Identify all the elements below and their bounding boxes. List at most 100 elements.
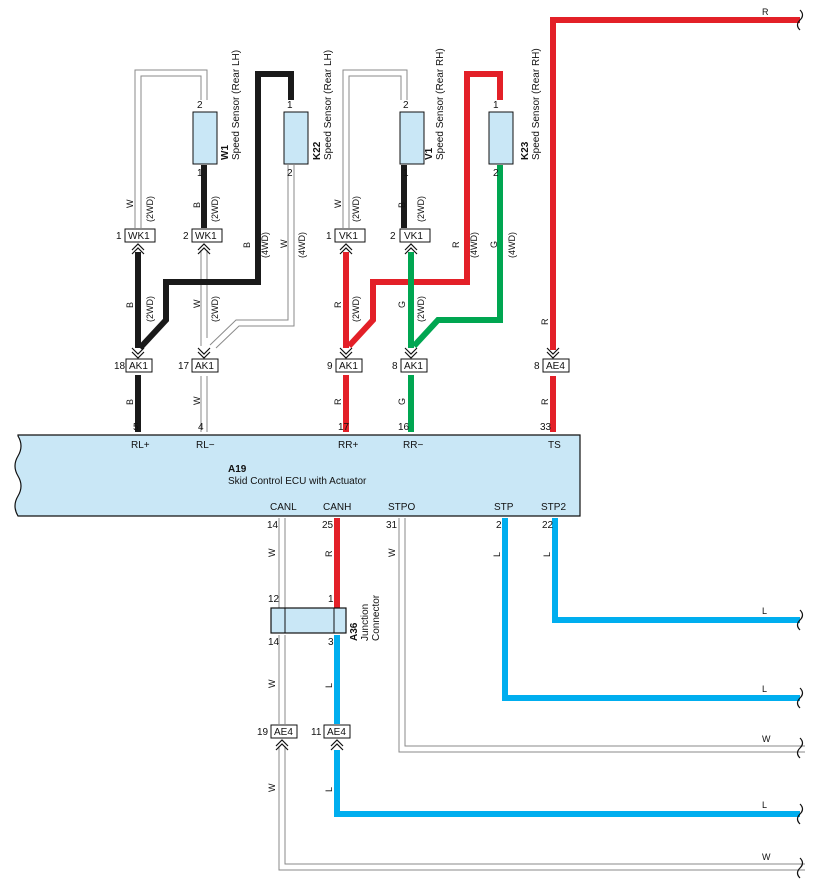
sensor-w1: 2 1 W1 Speed Sensor (Rear LH) <box>192 50 242 179</box>
connector-ak1-9-pin: 9 <box>327 361 333 372</box>
break-mark-l-stp2 <box>796 609 804 631</box>
label-b-wk1-2: B <box>192 202 202 208</box>
label-l-stp-right: L <box>762 684 767 694</box>
connector-wk1-1-pin: 1 <box>116 231 122 242</box>
label-w-stpo-right: W <box>762 734 771 744</box>
connector-ak1-9-name: AK1 <box>339 361 358 372</box>
connector-ae4-8-name: AE4 <box>546 361 565 372</box>
sensor-k23-pin-top: 1 <box>493 100 499 111</box>
label-l-stp: L <box>492 552 502 557</box>
ecu-pin-5-number: 5 <box>133 422 139 433</box>
label-b-ecu-5: B <box>125 399 135 405</box>
wire-w-k22-down <box>209 165 289 346</box>
label-2wd-ak1-18: (2WD) <box>145 296 155 322</box>
label-l-stp2-right: L <box>762 606 767 616</box>
junction-code: A36 <box>349 622 360 641</box>
line-break-marks <box>796 9 804 879</box>
wire-w-k22-down-inner <box>215 165 295 349</box>
label-4wd-k23-g: (4WD) <box>507 232 517 258</box>
sensor-v1-pin-bottom: 1 <box>403 168 409 179</box>
ecu-pin-16-number: 16 <box>398 422 410 433</box>
connector-ak1-18: AK1 18 <box>114 347 153 373</box>
connector-ak1-17-name: AK1 <box>195 361 214 372</box>
label-r-k23: R <box>451 241 461 248</box>
junction-name-line2: Connector <box>371 594 382 641</box>
sensor-k22: 1 2 K22 Speed Sensor (Rear LH) <box>283 50 334 179</box>
junction-pin-12: 12 <box>268 594 280 605</box>
connector-ak1-8-pin: 8 <box>392 361 398 372</box>
label-2wd-vk1-2: (2WD) <box>416 196 426 222</box>
connector-vk1-2-pin: 2 <box>390 231 396 242</box>
ecu-pin-stp2-number: 22 <box>542 520 554 531</box>
wire-w-vk1-1-top-inner <box>348 75 402 228</box>
wire-r-k23-to-ak1-9 <box>346 71 503 349</box>
label-4wd-k22-b: (4WD) <box>260 232 270 258</box>
connector-ae4-8-pin: 8 <box>534 361 540 372</box>
label-g-ak1-8: G <box>397 301 407 308</box>
connector-wk1-1: WK1 1 <box>116 228 156 255</box>
sensor-k22-pin-top: 1 <box>287 100 293 111</box>
break-mark-w-canl <box>796 857 804 879</box>
label-4wd-k22-w: (4WD) <box>297 232 307 258</box>
ecu-pin-4-number: 4 <box>198 422 204 433</box>
connector-vk1-2-name: VK1 <box>404 231 423 242</box>
label-w-canl-mid: W <box>267 679 277 688</box>
connector-ak1-8: AK1 8 <box>392 347 428 373</box>
ecu-pin-stp-number: 2 <box>496 520 502 531</box>
wire-w-vk1-1-top <box>342 69 408 228</box>
sensor-k22-pin-bottom: 2 <box>287 168 293 179</box>
sensor-w1-pin-bottom: 1 <box>197 168 203 179</box>
wire-b-k22-to-ak1-18 <box>137 71 294 351</box>
ecu-pin-17-name: RR+ <box>338 440 358 451</box>
ecu-pin-stpo-number: 31 <box>386 520 398 531</box>
connector-ak1-8-name: AK1 <box>404 361 423 372</box>
break-mark-r <box>796 9 804 31</box>
ecu-pin-canh-number: 25 <box>322 520 334 531</box>
label-l-canh-low: L <box>324 787 334 792</box>
connector-wk1-2: WK1 2 <box>183 228 223 255</box>
label-l-canh-mid: L <box>324 683 334 688</box>
label-w-canl-right: W <box>762 852 771 862</box>
label-2wd-ak1-9: (2WD) <box>351 296 361 322</box>
label-g-ecu-16: G <box>397 398 407 405</box>
sensor-k23: 1 2 K23 Speed Sensor (Rear RH) <box>488 48 542 179</box>
label-l-canh-right: L <box>762 800 767 810</box>
break-mark-w-stpo <box>796 737 804 759</box>
label-b-k22: B <box>242 242 252 248</box>
sensor-k23-name: Speed Sensor (Rear RH) <box>531 48 542 160</box>
connector-vk1-1: VK1 1 <box>326 228 366 255</box>
wire-color-labels: W (2WD) B (2WD) B (2WD) W (2WD) B (4WD) … <box>125 7 771 862</box>
sensor-v1-code: V1 <box>424 147 435 160</box>
sensor-k23-body <box>488 111 514 165</box>
ecu-pin-16-name: RR− <box>403 440 423 451</box>
label-r-ak1-9: R <box>333 301 343 308</box>
junction-pin-1: 1 <box>328 594 334 605</box>
connectors: WK1 1 WK1 2 VK1 1 VK1 2 AK1 <box>114 228 570 751</box>
connector-ak1-18-pin: 18 <box>114 361 126 372</box>
connector-ak1-17: AK1 17 <box>178 347 219 373</box>
label-b-vk1-2: B <box>397 202 407 208</box>
sensor-w1-body <box>192 111 218 165</box>
label-g-k23: G <box>489 241 499 248</box>
label-2wd-wk1-2: (2WD) <box>210 196 220 222</box>
connector-ak1-18-name: AK1 <box>129 361 148 372</box>
label-w-k22: W <box>279 239 289 248</box>
ecu-name: Skid Control ECU with Actuator <box>228 476 367 487</box>
label-w-canl-low: W <box>267 783 277 792</box>
wire-w-canl-f <box>284 746 805 865</box>
label-4wd-k23-r: (4WD) <box>469 232 479 258</box>
sensor-w1-name: Speed Sensor (Rear LH) <box>231 50 242 160</box>
connector-ak1-9: AK1 9 <box>327 347 363 373</box>
label-2wd-ak1-17: (2WD) <box>210 296 220 322</box>
sensor-k22-body <box>283 111 309 165</box>
sensor-v1-name: Speed Sensor (Rear RH) <box>435 48 446 160</box>
label-w-canl: W <box>267 548 277 557</box>
wire-w-wk1-1-top <box>134 69 208 228</box>
ecu-pin-33-number: 33 <box>540 422 552 433</box>
junction-pin-14: 14 <box>268 637 280 648</box>
connector-ae4-19: AE4 19 <box>257 724 298 751</box>
connector-ae4-11-name: AE4 <box>327 727 346 738</box>
junction-pin-3: 3 <box>328 637 334 648</box>
ecu-pin-4-name: RL− <box>196 440 215 451</box>
